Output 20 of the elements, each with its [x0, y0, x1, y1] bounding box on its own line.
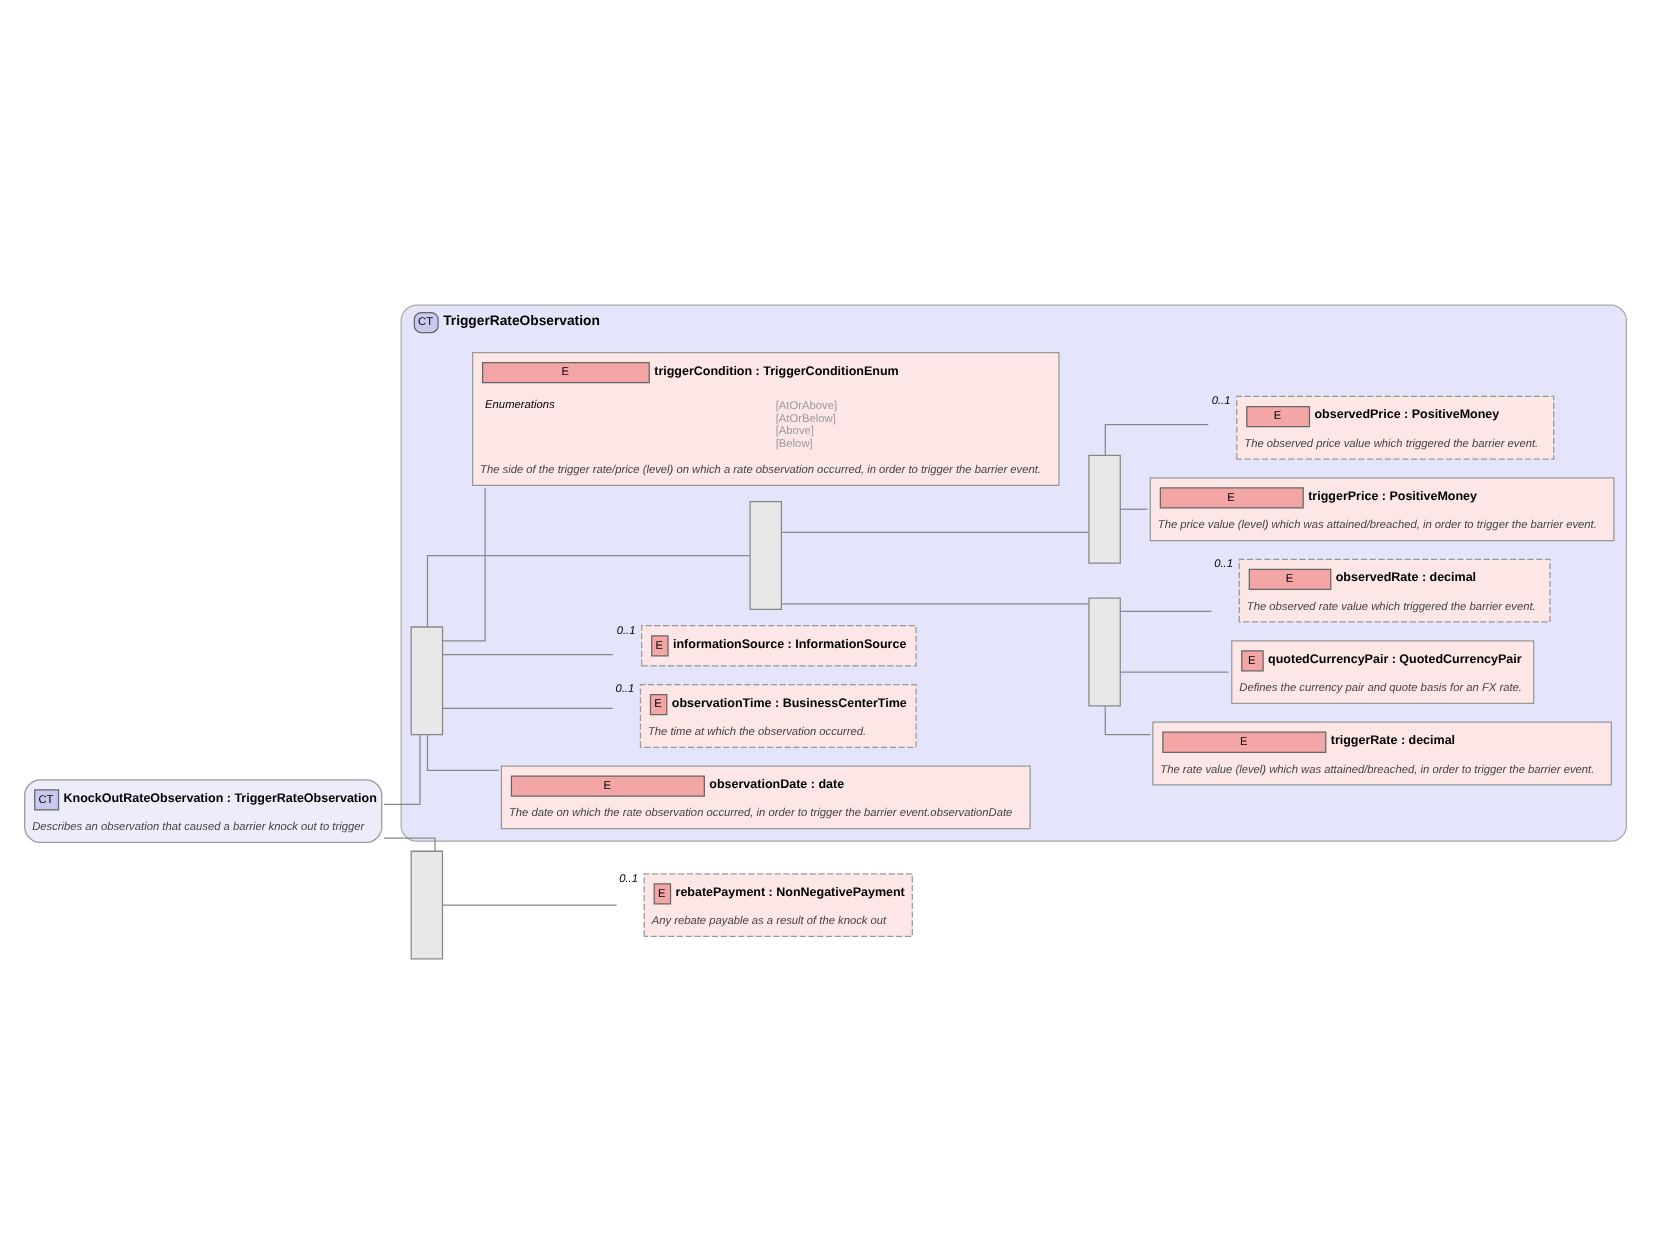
connector — [1119, 609, 1213, 611]
connector — [1119, 670, 1230, 672]
connector — [383, 836, 436, 851]
connector — [1104, 704, 1151, 735]
connector — [442, 652, 614, 655]
node-bar — [1088, 453, 1121, 563]
connector — [1104, 423, 1209, 455]
connector — [383, 733, 421, 804]
node-bar — [1088, 596, 1121, 706]
connector — [781, 530, 1090, 533]
connector — [442, 903, 618, 905]
node-bar — [410, 849, 444, 959]
node-bar — [410, 625, 444, 735]
connector — [426, 733, 500, 771]
node-bar — [749, 500, 782, 610]
connector — [781, 602, 1090, 604]
connector — [442, 486, 486, 641]
connector — [1119, 507, 1148, 509]
connector — [442, 706, 614, 709]
connector — [426, 553, 751, 627]
